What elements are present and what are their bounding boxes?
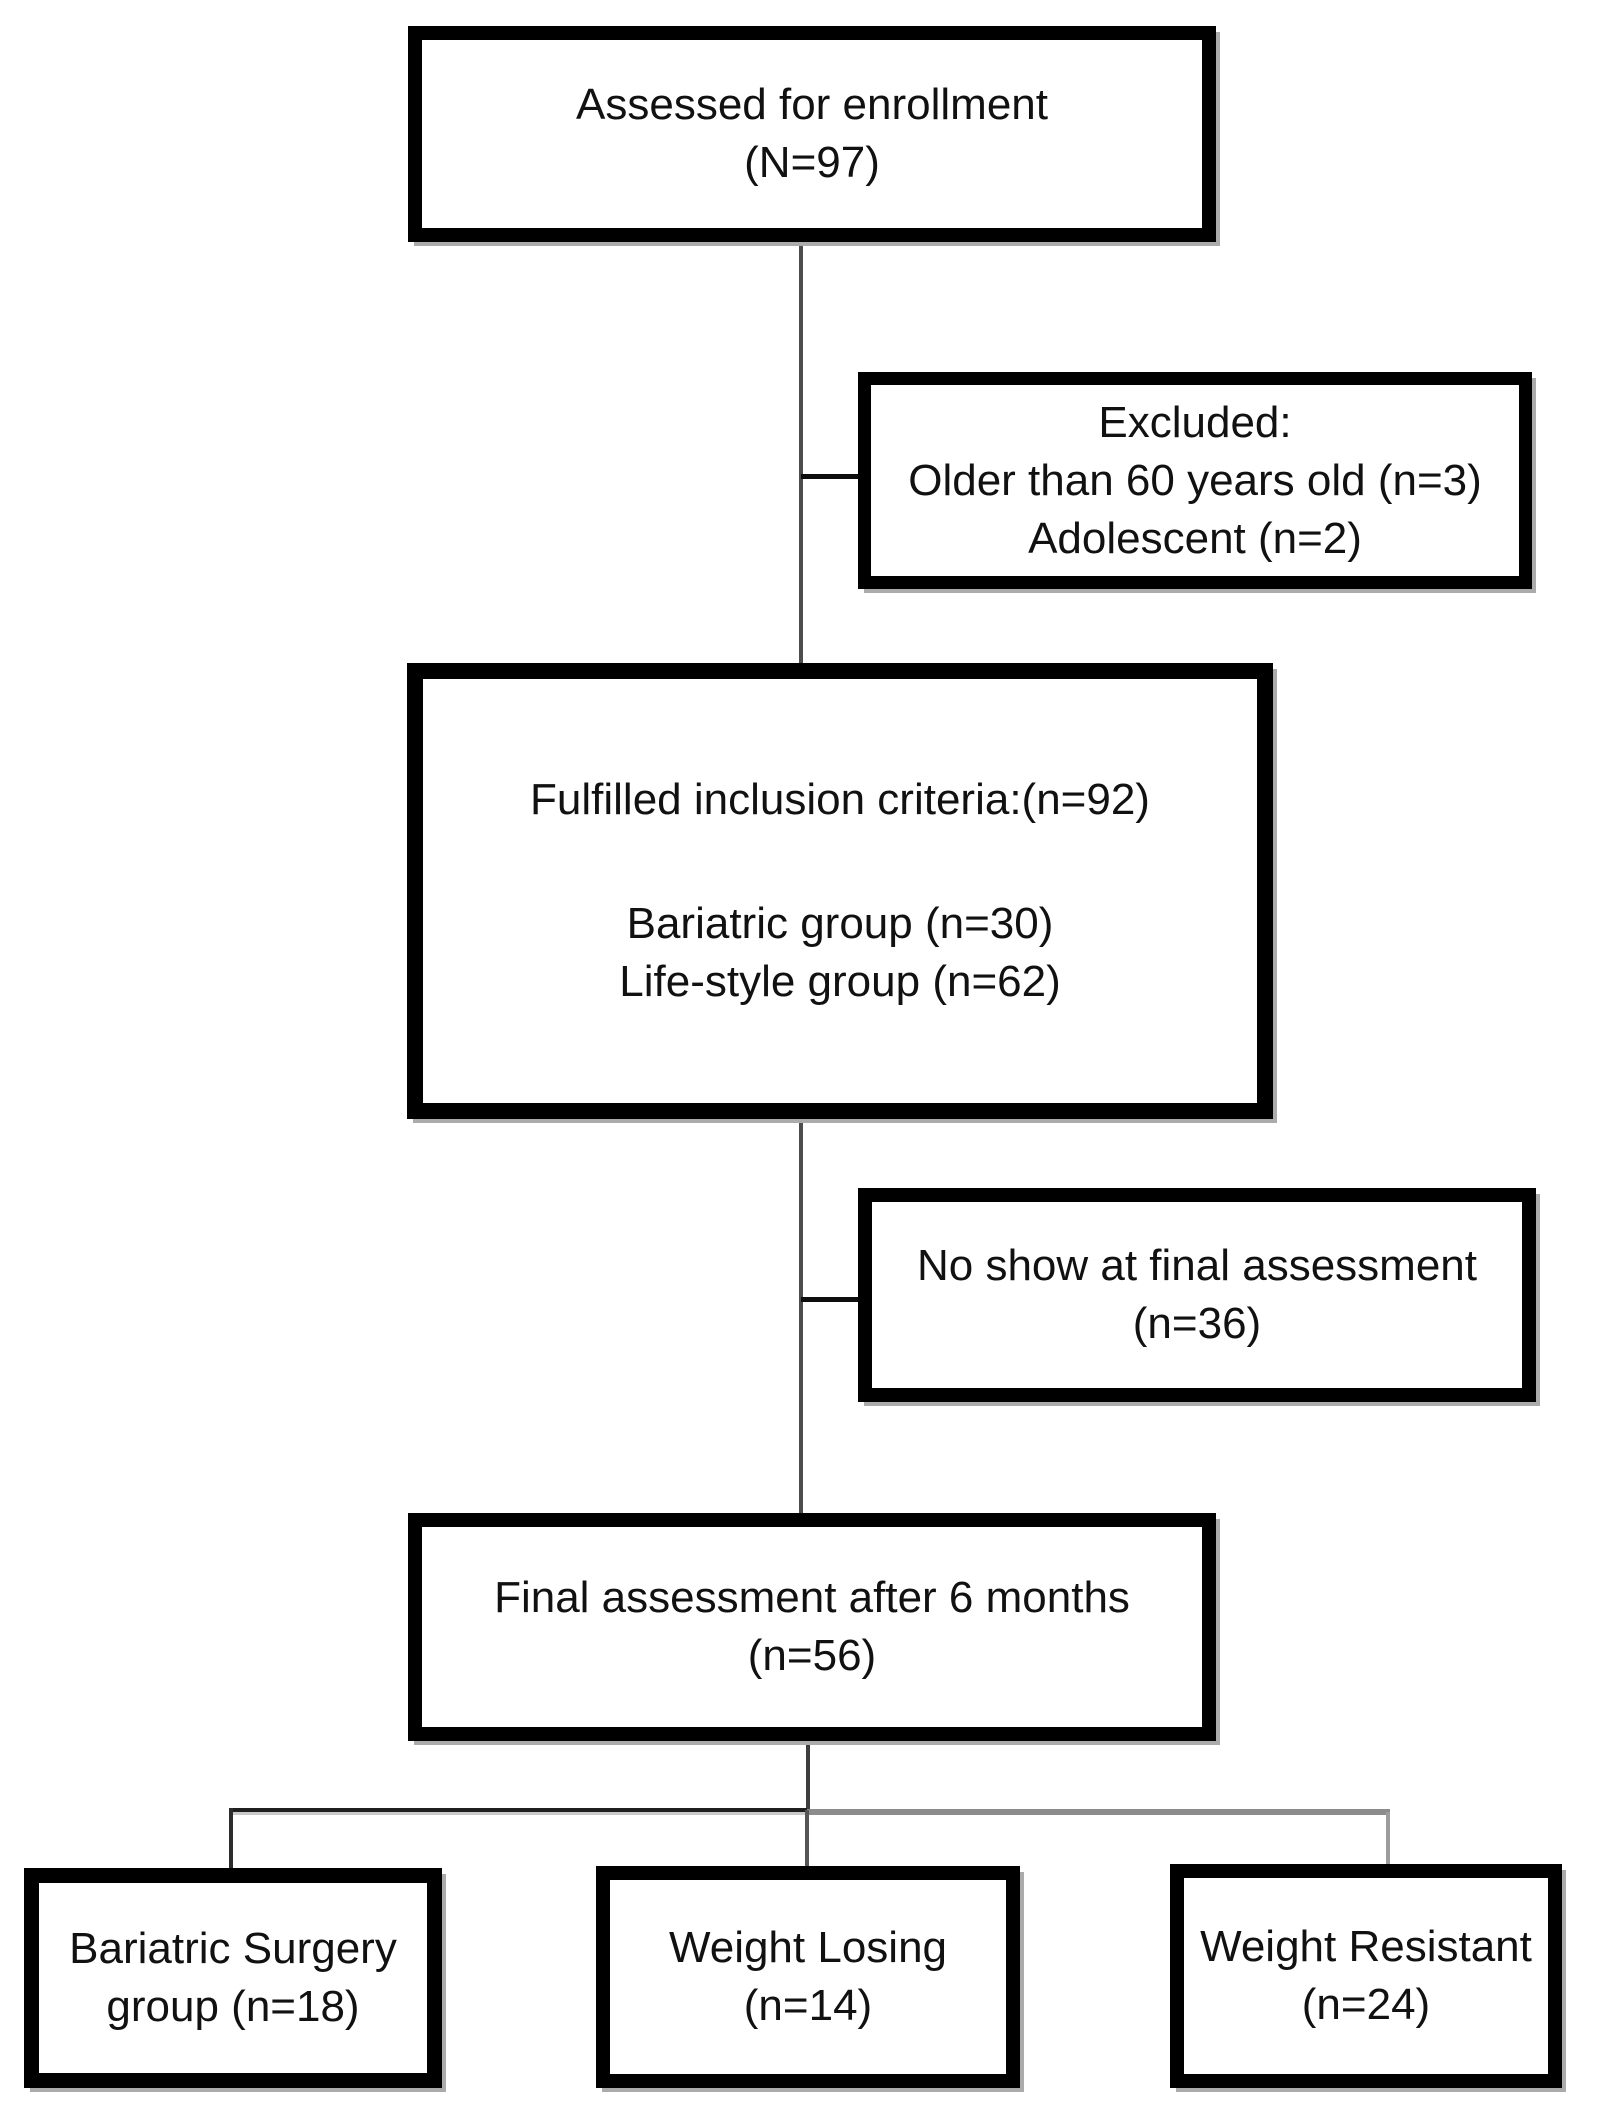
connector-branch-to-noshow <box>801 1297 861 1302</box>
excluded-line-3: Adolescent (n=2) <box>1028 513 1362 563</box>
connector-assessed-to-fulfilled <box>799 242 803 663</box>
surgery-line-2: group (n=18) <box>106 1982 360 2031</box>
bariatric-surgery-group-box: Bariatric Surgery group (n=18) <box>24 1868 442 2088</box>
noshow-line-1: No show at final assessment <box>916 1241 1478 1290</box>
final-line-2: (n=56) <box>747 1631 877 1680</box>
excluded-line-1: Excluded: <box>1098 397 1292 447</box>
connector-branch-to-excluded <box>801 474 861 479</box>
assessed-for-enrollment-box: Assessed for enrollment (N=97) <box>408 26 1216 242</box>
fulfilled-line-2: Bariatric group (n=30) <box>626 899 1054 948</box>
excluded-box: Excluded: Older than 60 years old (n=3) … <box>858 372 1532 589</box>
fulfilled-line-3: Life-style group (n=62) <box>619 957 1061 1006</box>
resistant-line-2: (n=24) <box>1301 1980 1431 2029</box>
assessed-line-1: Assessed for enrollment <box>576 80 1048 129</box>
surgery-line-1: Bariatric Surgery <box>69 1924 397 1973</box>
assessed-line-2: (N=97) <box>744 138 880 187</box>
connector-split-horizontal-right <box>807 1809 1390 1815</box>
final-line-1: Final assessment after 6 months <box>494 1573 1130 1622</box>
connector-split-horizontal-left <box>229 1808 807 1812</box>
losing-line-2: (n=14) <box>743 1981 873 2030</box>
noshow-line-2: (n=36) <box>1132 1299 1262 1348</box>
excluded-line-2: Older than 60 years old (n=3) <box>908 455 1482 505</box>
resistant-line-1: Weight Resistant <box>1200 1922 1532 1971</box>
fulfilled-inclusion-criteria-box: Fulfilled inclusion criteria:(n=92) Bari… <box>407 663 1273 1119</box>
weight-losing-group-box: Weight Losing (n=14) <box>596 1866 1020 2088</box>
losing-line-1: Weight Losing <box>668 1923 948 1972</box>
connector-drop-to-resistant <box>1386 1812 1390 1866</box>
connector-drop-to-losing <box>805 1810 809 1868</box>
fulfilled-line-1: Fulfilled inclusion criteria:(n=92) <box>530 775 1150 824</box>
connector-drop-to-surgery <box>229 1808 233 1870</box>
final-assessment-box: Final assessment after 6 months (n=56) <box>408 1513 1216 1741</box>
connector-final-to-split <box>806 1741 810 1811</box>
no-show-box: No show at final assessment (n=36) <box>858 1188 1536 1402</box>
connector-fulfilled-to-final <box>799 1119 803 1513</box>
weight-resistant-group-box: Weight Resistant (n=24) <box>1170 1864 1562 2088</box>
